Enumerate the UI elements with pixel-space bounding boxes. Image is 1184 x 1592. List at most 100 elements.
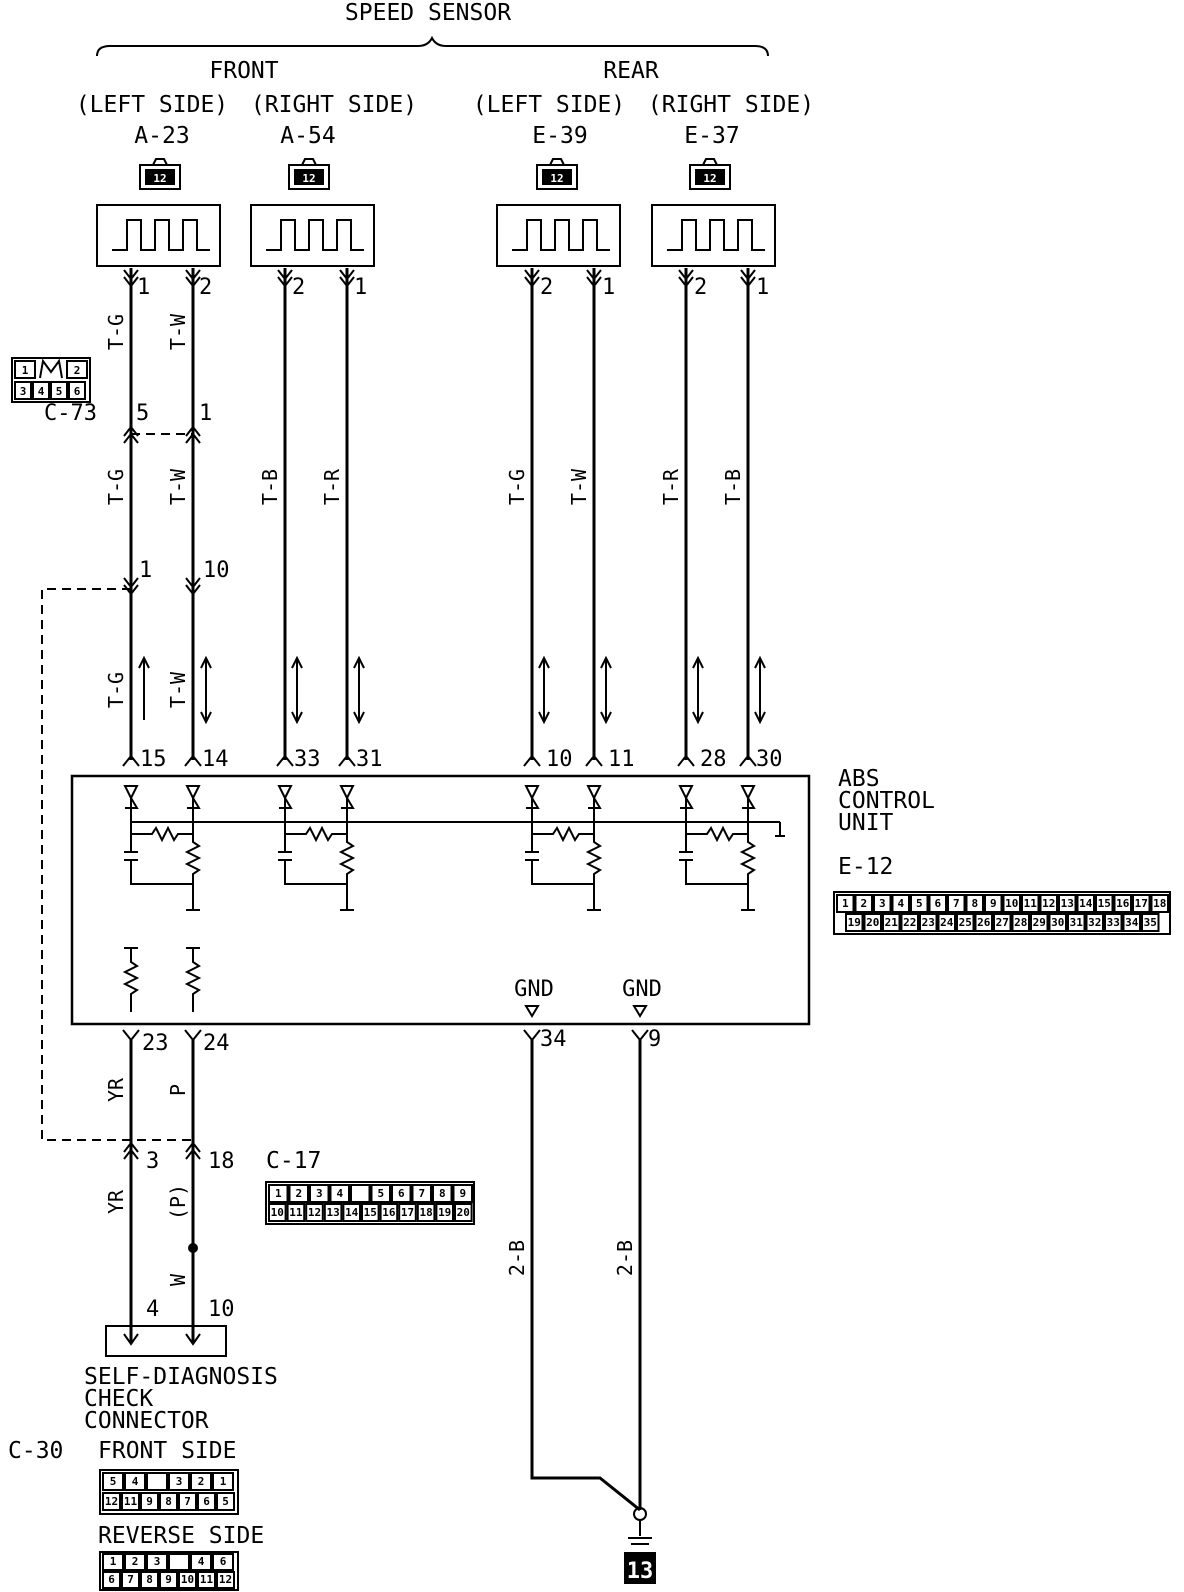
sensor-e37-pin-a: 2 bbox=[694, 275, 707, 300]
e12-cell-label: 34 bbox=[1125, 916, 1139, 929]
e12-cell bbox=[1021, 894, 1040, 913]
e12-cell-label: 27 bbox=[996, 916, 1009, 929]
lower-wires bbox=[129, 1040, 642, 1512]
c73-cell: 5 bbox=[56, 385, 63, 398]
c17-cell bbox=[370, 1184, 391, 1203]
e12-cell-label: 11 bbox=[1024, 897, 1038, 910]
ecu-gnd-label-a: GND bbox=[514, 977, 554, 1002]
wire-label-fl-a-lower: T-G bbox=[104, 672, 128, 708]
c17-cell-label: 8 bbox=[439, 1187, 446, 1200]
c30-front-cell-label: 11 bbox=[124, 1495, 138, 1508]
c30-reverse-cell bbox=[216, 1571, 235, 1589]
c17-cell bbox=[288, 1184, 309, 1203]
e12-cell-label: 3 bbox=[879, 897, 886, 910]
e12-cell-label: 9 bbox=[990, 897, 997, 910]
sensor-a54-connector-icon: 12 bbox=[288, 158, 330, 190]
sensor-e39-pin-b: 1 bbox=[602, 275, 615, 300]
wire-label-rr-a: T-R bbox=[659, 468, 683, 505]
c30-front-cell bbox=[102, 1492, 121, 1511]
e12-cell bbox=[919, 913, 938, 932]
c17-cell bbox=[305, 1203, 324, 1222]
c17-cell bbox=[416, 1203, 436, 1222]
ecu-pin-24: 24 bbox=[203, 1031, 230, 1056]
e12-cell-label: 21 bbox=[885, 916, 899, 929]
e12-cell-label: 33 bbox=[1107, 916, 1120, 929]
diag-label-line2: CHECK bbox=[84, 1386, 153, 1412]
c30-front-cell-label: 5 bbox=[110, 1475, 117, 1488]
c30-front-cell-label: 6 bbox=[203, 1495, 210, 1508]
sensor-e39-connector-icon: 12 bbox=[536, 158, 578, 190]
c30-reverse-cell-label: 1 bbox=[110, 1555, 117, 1568]
c17-cell bbox=[432, 1184, 453, 1203]
wire-label-fl-b-lower: T-W bbox=[166, 671, 190, 708]
c17-cell-label: 18 bbox=[419, 1206, 432, 1219]
ecu-bottom-pin-forks bbox=[122, 1029, 649, 1042]
c17-label: C-17 bbox=[266, 1148, 321, 1174]
c30-front-cell-label: 8 bbox=[165, 1495, 172, 1508]
c17-cell bbox=[286, 1203, 306, 1222]
wire-label-rl-a: T-G bbox=[505, 469, 529, 505]
c17-cell bbox=[361, 1203, 380, 1222]
ecu-label-line2: CONTROL bbox=[838, 788, 935, 814]
c30-reverse-cell bbox=[121, 1571, 140, 1589]
c30-reverse-cell bbox=[124, 1553, 146, 1571]
e12-cell-label: 19 bbox=[848, 916, 861, 929]
wire-label-diag-b-upper: P bbox=[166, 1084, 190, 1096]
c73-cell: 6 bbox=[74, 385, 81, 398]
c73-pin-left: 5 bbox=[136, 401, 149, 426]
e12-cell bbox=[947, 894, 966, 913]
sensor-e39-box bbox=[496, 204, 621, 267]
ecu-pin-33: 33 bbox=[294, 747, 321, 772]
ecu-pin-30: 30 bbox=[756, 747, 783, 772]
c30-reverse-cell-label: 10 bbox=[181, 1573, 194, 1586]
wire-label-diag-a-upper: YR bbox=[104, 1077, 128, 1102]
e12-cell bbox=[993, 913, 1012, 932]
sensor-e37-box bbox=[651, 204, 776, 267]
sensor-a23-box bbox=[96, 204, 221, 267]
c30-reverse-cell bbox=[159, 1571, 178, 1589]
sensor-a54-pin-b: 1 bbox=[354, 275, 367, 300]
ecu-pin-11: 11 bbox=[608, 747, 635, 772]
c30-front-cell bbox=[124, 1472, 146, 1491]
rear-left-side-label: (LEFT SIDE) bbox=[473, 92, 625, 118]
sensor-a54-pin-a: 2 bbox=[292, 275, 305, 300]
diag-reverse-side-label: REVERSE SIDE bbox=[98, 1523, 264, 1549]
e12-cell-label: 31 bbox=[1070, 916, 1084, 929]
c17-cell-label: 16 bbox=[382, 1206, 396, 1219]
signal-wires bbox=[129, 268, 750, 760]
c30-reverse-cell bbox=[190, 1553, 212, 1571]
c30-reverse-cell-label: 8 bbox=[146, 1573, 153, 1586]
c17-chevron-right bbox=[185, 1141, 201, 1160]
c17-cell-label: 7 bbox=[418, 1187, 425, 1200]
c30-front-cell bbox=[168, 1472, 190, 1491]
sensor-a23-pin-a: 1 bbox=[137, 275, 150, 300]
e12-cell bbox=[1076, 894, 1095, 913]
c73-label: C-73 bbox=[44, 401, 97, 426]
c30-reverse-cell bbox=[197, 1571, 216, 1589]
junction-pin-right: 10 bbox=[203, 558, 230, 583]
e12-cell-label: 5 bbox=[916, 897, 923, 910]
square-wave-icon bbox=[667, 219, 765, 251]
e12-cell-label: 18 bbox=[1153, 897, 1166, 910]
c30-reverse-cell-label: 2 bbox=[132, 1555, 139, 1568]
c30-reverse-cell bbox=[102, 1571, 121, 1589]
c30-front-cell bbox=[140, 1492, 159, 1511]
ecu-pin-10: 10 bbox=[546, 747, 573, 772]
e12-cell bbox=[1095, 894, 1114, 913]
e12-cell-label: 10 bbox=[1005, 897, 1018, 910]
c30-front-cell-label: 7 bbox=[184, 1495, 191, 1508]
e12-cell bbox=[1039, 894, 1058, 913]
e12-cell bbox=[1067, 913, 1086, 932]
c30-front-cell bbox=[159, 1492, 178, 1511]
front-left-side-label: (LEFT SIDE) bbox=[76, 92, 228, 118]
connector-pins-text: 12 bbox=[550, 172, 563, 185]
e12-cell bbox=[900, 913, 919, 932]
e12-cell-label: 30 bbox=[1051, 916, 1064, 929]
e12-cell bbox=[1141, 913, 1160, 932]
connector-pins-text: 12 bbox=[153, 172, 166, 185]
e12-cell bbox=[836, 894, 855, 913]
c73-connector-icon: 1 2 3 4 5 6 bbox=[11, 357, 91, 403]
e12-cell bbox=[937, 913, 956, 932]
e12-cell bbox=[965, 894, 984, 913]
c17-cell-label: 1 bbox=[275, 1187, 282, 1200]
